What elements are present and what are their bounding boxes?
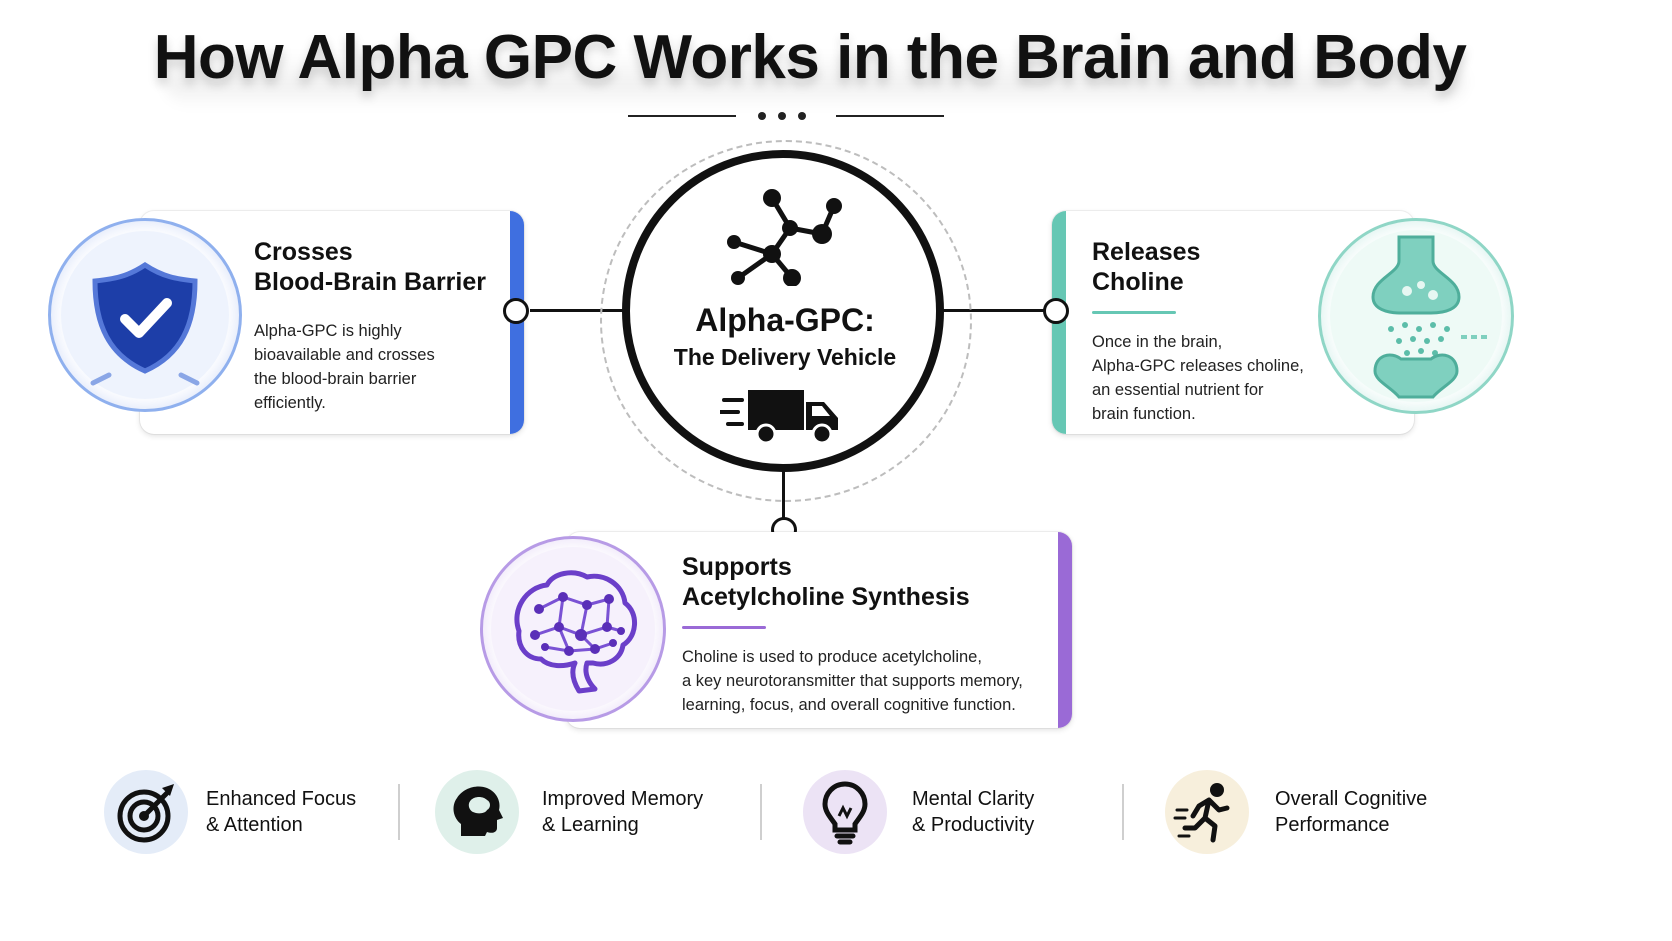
benefit-label: Overall Cognitive Performance: [1275, 786, 1427, 838]
connector-right: [942, 309, 1046, 312]
target-icon: [117, 784, 174, 843]
center-subtitle: The Delivery Vehicle: [673, 344, 897, 370]
benefit-icon-circle: [435, 770, 519, 854]
center-circle: [622, 150, 944, 472]
card-accent-bar: [1058, 532, 1072, 728]
card-text-line: Alpha-GPC releases choline,: [1092, 357, 1304, 375]
benefit-line1: Mental Clarity: [912, 788, 1035, 810]
benefit-line2: Performance: [1275, 814, 1390, 836]
head-brain-icon: [453, 786, 503, 836]
card-text-line: the blood-brain barrier: [254, 370, 417, 388]
molecule-icon: [727, 189, 842, 286]
card-title-line2: Choline: [1092, 268, 1184, 296]
connector-node-right: [1043, 298, 1069, 324]
benefit-icon-circle: [1165, 770, 1249, 854]
title-shadow: [165, 52, 1465, 108]
title-wrap: How Alpha GPC Works in the Brain and Bod…: [0, 22, 1560, 93]
connector-node-left: [503, 298, 529, 324]
lightbulb-icon: [822, 781, 868, 845]
card-text-line: brain function.: [1092, 405, 1196, 423]
benefit-icon-circle: [803, 770, 887, 854]
card-title-line1: Supports: [682, 553, 792, 581]
benefit-label: Improved Memory & Learning: [542, 786, 703, 838]
benefit-line1: Improved Memory: [542, 788, 704, 810]
card-underline: [1092, 311, 1176, 314]
divider-line-right: [836, 115, 944, 117]
synapse-icon: [1330, 230, 1502, 402]
divider-dot: [758, 112, 766, 120]
benefit-label: Mental Clarity & Productivity: [912, 786, 1034, 838]
brain-circle: [480, 536, 666, 722]
benefit-label: Enhanced Focus & Attention: [206, 786, 356, 838]
card-text-line: bioavailable and crosses: [254, 346, 435, 364]
card-text-line: an essential nutrient for: [1092, 381, 1264, 399]
benefit-icon-circle: [104, 770, 188, 854]
benefit-line2: & Productivity: [912, 814, 1035, 836]
brain-network-icon: [491, 547, 655, 711]
divider-line-left: [628, 115, 736, 117]
card-title-line1: Releases: [1092, 238, 1201, 266]
card-text-line: Choline is used to produce acetylcholine…: [682, 648, 982, 666]
benefit-separator: [398, 784, 400, 840]
shield-check-icon: [61, 231, 229, 399]
benefit-line2: & Attention: [206, 814, 303, 836]
card-text-line: efficiently.: [254, 394, 326, 412]
divider-dot: [778, 112, 786, 120]
synapse-circle: [1318, 218, 1514, 414]
benefit-separator: [760, 784, 762, 840]
connector-left: [530, 309, 626, 312]
card-text-line: Alpha-GPC is highly: [254, 322, 402, 340]
divider-dot: [798, 112, 806, 120]
benefit-line1: Overall Cognitive: [1275, 788, 1428, 810]
card-underline: [682, 626, 766, 629]
card-title-line2: Acetylcholine Synthesis: [682, 583, 970, 611]
card-text-line: learning, focus, and overall cognitive f…: [682, 696, 1016, 714]
card-title-line2: Blood-Brain Barrier: [254, 268, 486, 296]
title-divider: [628, 112, 944, 120]
card-title-line1: Crosses: [254, 238, 353, 266]
benefit-line1: Enhanced Focus: [206, 788, 357, 810]
benefit-separator: [1122, 784, 1124, 840]
delivery-truck-icon: [720, 390, 838, 445]
shield-circle: [48, 218, 242, 412]
center-title: Alpha-GPC:: [695, 302, 875, 338]
benefit-line2: & Learning: [542, 814, 639, 836]
card-text-line: a key neurotoransmitter that supports me…: [682, 672, 1023, 690]
card-text-line: Once in the brain,: [1092, 333, 1223, 351]
center-dashed-ring: [600, 140, 972, 502]
running-person-icon: [1173, 783, 1230, 843]
page-title: How Alpha GPC Works in the Brain and Bod…: [153, 23, 1467, 92]
